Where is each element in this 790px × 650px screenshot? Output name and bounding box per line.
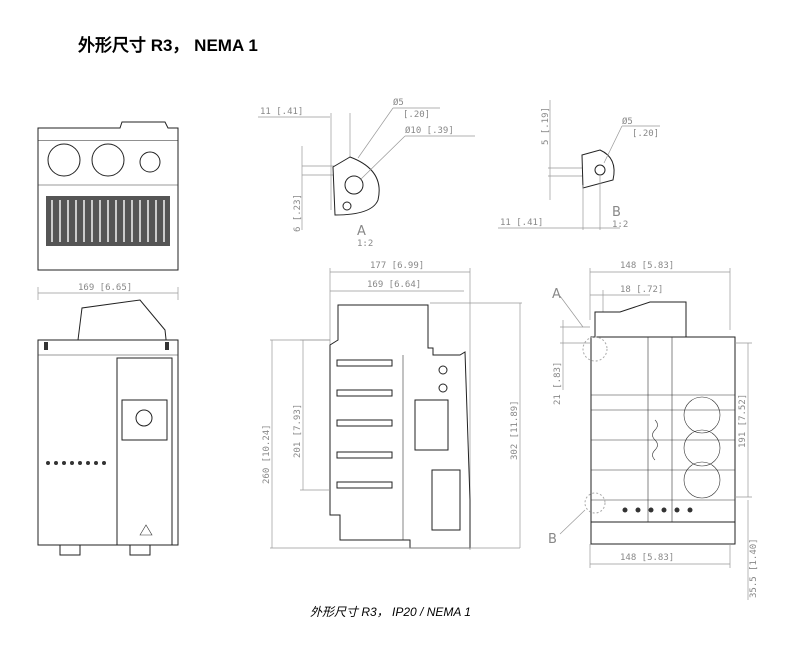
top-view (37, 121, 179, 271)
dim-side-201: 201 [7.93] (293, 404, 303, 458)
dim-rear-191: 191 [7.52] (738, 394, 748, 448)
dim-side-177: 177 [6.99] (370, 261, 424, 271)
dim-front-width: 169 [6.65] (78, 283, 132, 293)
detail-a: 11 [.41] 6 [.23] Ø5 [.20] Ø10 [.39] A 1:… (258, 97, 475, 249)
detail-a-scale: 1:2 (357, 239, 373, 249)
detail-b: 5 [.19] Ø5 [.20] 11 [.41] B 1:2 (498, 100, 660, 230)
dim-a-dia5-in: [.20] (403, 110, 430, 120)
front-view: 169 [6.65] (37, 283, 179, 556)
dim-side-169: 169 [6.64] (367, 280, 421, 290)
dim-a-dia5: Ø5 (393, 97, 404, 108)
figure-caption: 外形尺寸 R3， IP20 / NEMA 1 (310, 605, 471, 619)
dim-rear-21: 21 [.83] (553, 362, 563, 405)
detail-b-label: B (612, 205, 621, 220)
dim-rear-18: 18 [.72] (620, 285, 663, 295)
dim-a-6: 6 [.23] (293, 194, 303, 232)
dim-rear-148-bottom: 148 [5.83] (620, 553, 674, 563)
detail-a-label: A (357, 224, 366, 239)
dim-side-260: 260 [10.24] (262, 424, 272, 484)
side-view: 177 [6.99] 169 [6.64] 260 [10.24] 201 [7… (262, 261, 522, 550)
marker-a: A (552, 287, 561, 302)
dim-side-302: 302 [11.89] (510, 400, 520, 460)
dim-b-5: 5 [.19] (541, 107, 551, 145)
dim-b-dia5-in: [.20] (632, 129, 659, 139)
dim-a-dia10: Ø10 [.39] (405, 125, 454, 136)
dim-rear-148-top: 148 [5.83] (620, 261, 674, 271)
page-title: 外形尺寸 R3， NEMA 1 (78, 36, 258, 55)
dim-a-11: 11 [.41] (260, 107, 303, 117)
dim-b-11: 11 [.41] (500, 218, 543, 228)
dim-b-dia5: Ø5 (622, 116, 633, 127)
dim-rear-35-5: 35.5 [1.40] (749, 538, 759, 598)
marker-b: B (548, 532, 557, 547)
detail-b-scale: 1:2 (612, 220, 628, 230)
rear-view: 148 [5.83] 18 [.72] A B 21 [.83] 191 [7.… (548, 261, 759, 600)
